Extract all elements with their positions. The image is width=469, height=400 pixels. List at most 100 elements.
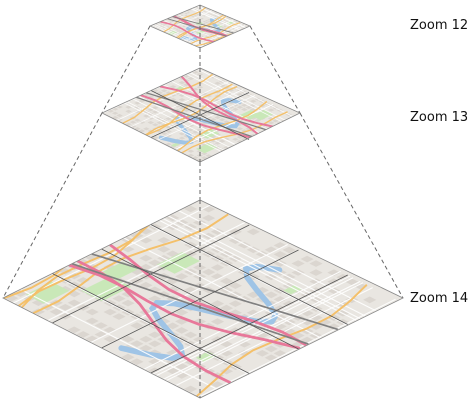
city-block	[228, 282, 242, 289]
city-block	[129, 120, 137, 124]
city-block	[236, 105, 244, 109]
city-block	[138, 99, 146, 103]
city-block	[193, 18, 197, 21]
city-block	[192, 121, 199, 125]
city-block	[152, 110, 159, 114]
city-block	[116, 118, 123, 122]
city-block	[130, 322, 144, 329]
city-block	[182, 23, 186, 26]
city-block	[148, 295, 162, 303]
city-block	[241, 107, 248, 112]
city-block	[175, 30, 179, 32]
city-block	[31, 299, 45, 306]
city-block	[205, 21, 209, 24]
city-block	[143, 114, 150, 118]
zoom-12-tile-layer	[148, 4, 252, 49]
city-block	[147, 121, 155, 125]
railway-line	[167, 18, 228, 37]
city-block	[138, 129, 146, 133]
city-block	[327, 323, 341, 330]
city-block	[273, 242, 287, 249]
city-block	[116, 113, 123, 118]
city-block	[174, 91, 181, 95]
city-block	[175, 28, 179, 30]
city-block	[227, 18, 232, 20]
city-block	[228, 300, 242, 307]
city-block	[166, 322, 180, 330]
city-block	[214, 141, 221, 145]
city-block	[300, 255, 314, 263]
city-block	[196, 72, 204, 76]
city-block	[169, 110, 177, 114]
city-block	[187, 128, 195, 132]
city-block	[234, 21, 238, 23]
city-block	[327, 269, 341, 276]
city-block	[183, 83, 190, 87]
city-block	[223, 111, 230, 115]
city-block	[209, 118, 217, 122]
city-block	[227, 28, 232, 30]
city-block	[169, 93, 177, 97]
guide-line-left-upper	[101, 25, 151, 114]
park-area	[101, 261, 138, 280]
city-block	[246, 291, 260, 299]
park-area	[283, 285, 302, 295]
city-block	[152, 136, 159, 140]
city-block	[156, 121, 163, 125]
city-block	[225, 32, 229, 35]
city-block	[241, 103, 248, 107]
city-block	[85, 317, 99, 325]
city-block	[187, 149, 195, 153]
city-block	[192, 87, 199, 91]
city-block	[309, 323, 323, 330]
city-block	[282, 327, 296, 335]
city-block	[245, 105, 253, 109]
city-block	[241, 24, 245, 26]
city-block	[148, 286, 162, 294]
city-block	[139, 227, 153, 235]
city-block	[309, 314, 323, 321]
city-block	[186, 12, 191, 14]
city-block	[157, 336, 171, 343]
city-block	[264, 291, 278, 299]
city-block	[112, 313, 126, 320]
city-block	[148, 259, 162, 267]
zoom-12-label: Zoom 12	[410, 18, 468, 33]
city-block	[219, 304, 234, 312]
city-block	[184, 12, 188, 15]
minor-road	[197, 5, 248, 29]
city-block	[168, 21, 172, 23]
city-block	[232, 137, 239, 141]
city-block	[273, 260, 287, 267]
city-block	[184, 34, 188, 36]
city-block	[209, 33, 213, 36]
city-block	[214, 115, 221, 120]
city-block	[183, 104, 190, 108]
guide-line-right-lower	[299, 112, 404, 299]
city-block	[182, 31, 186, 33]
city-block	[291, 332, 305, 339]
city-block	[202, 22, 207, 25]
city-block	[174, 108, 181, 112]
city-block	[169, 97, 177, 102]
city-block	[160, 106, 168, 110]
city-block	[196, 149, 204, 153]
city-block	[156, 91, 163, 95]
tile-boundary	[150, 274, 348, 374]
city-block	[121, 299, 135, 307]
city-block	[205, 20, 209, 22]
city-block	[148, 331, 162, 339]
city-block	[205, 111, 212, 115]
city-block	[272, 119, 279, 123]
tile-layer-outline	[101, 67, 301, 163]
park-area	[167, 30, 178, 35]
city-block	[196, 85, 204, 89]
major-road	[160, 20, 215, 43]
city-block	[227, 92, 235, 96]
city-block	[193, 336, 207, 343]
zoom-14-tile-layer	[2, 199, 404, 399]
city-block	[214, 107, 221, 111]
guide-line-right-upper	[249, 25, 301, 114]
park-area	[196, 143, 217, 154]
city-block	[205, 35, 209, 38]
